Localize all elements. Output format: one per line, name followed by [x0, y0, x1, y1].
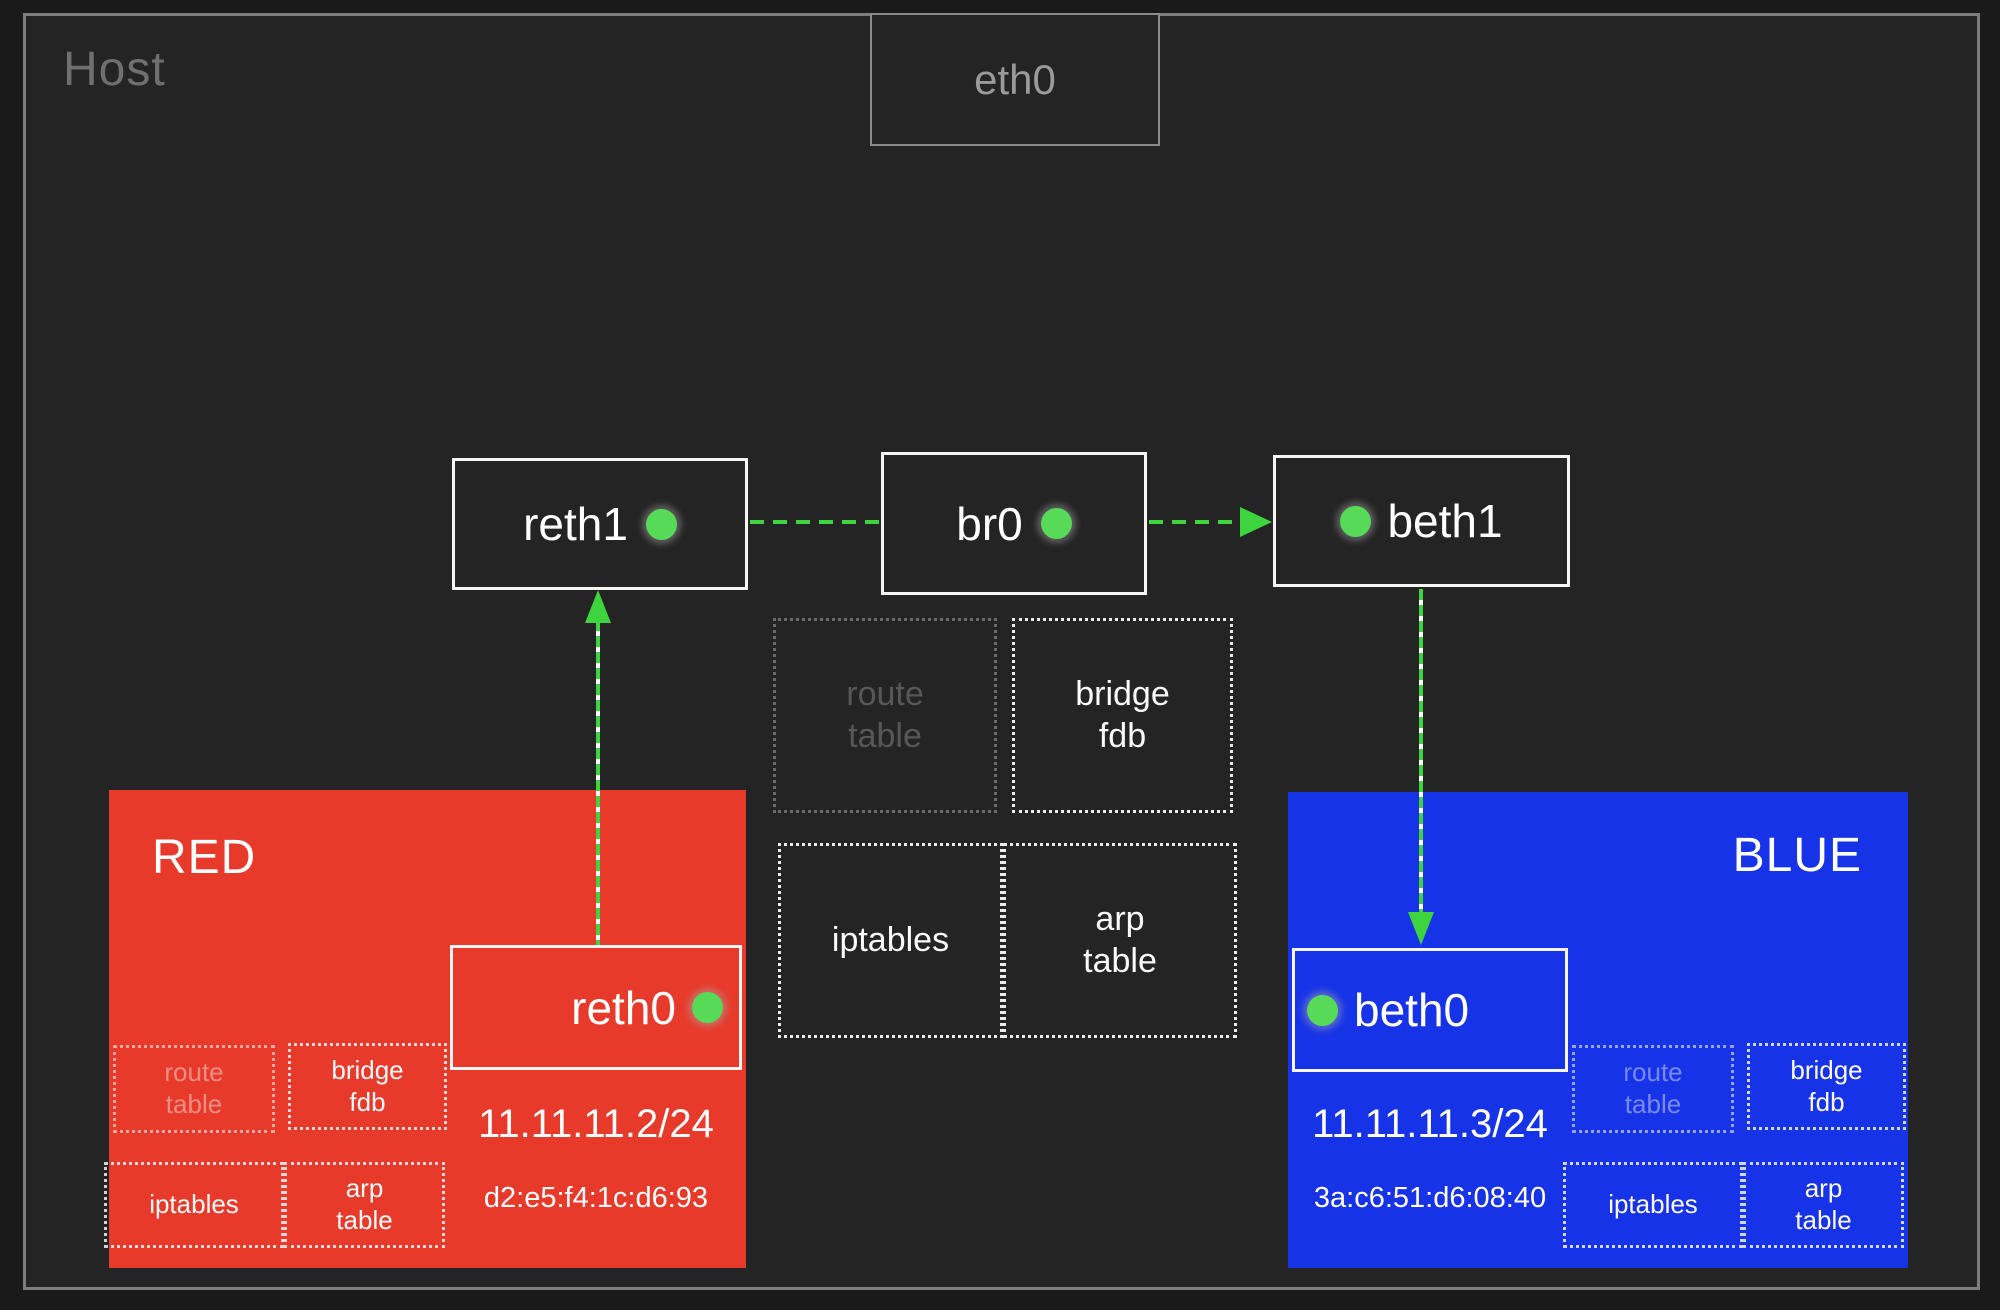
- blue-arp-table-box: arp table: [1743, 1162, 1904, 1248]
- arrowhead-right-icon: [1240, 507, 1272, 537]
- green-status-dot-icon: [1040, 508, 1072, 539]
- table-label: route: [846, 675, 924, 714]
- namespace-red-label: RED: [152, 831, 257, 884]
- table-label: table: [336, 1205, 393, 1235]
- red-iptables-box: iptables: [104, 1162, 284, 1248]
- table-label: bridge: [1790, 1054, 1863, 1085]
- blue-bridge-fdb-box: bridge fdb: [1747, 1043, 1906, 1130]
- green-status-dot-icon: [1340, 505, 1372, 537]
- blue-iptables-box: iptables: [1563, 1162, 1743, 1248]
- table-label: fdb: [1808, 1086, 1845, 1117]
- veth-link-beth1-beth0: [1419, 589, 1423, 914]
- table-label: fdb: [1098, 716, 1147, 755]
- interface-beth1: beth1: [1273, 455, 1570, 587]
- namespace-red: RED: [109, 790, 746, 1268]
- veth-link-reth0-reth1: [596, 620, 600, 945]
- host-bridge-fdb-box: bridge fdb: [1012, 618, 1233, 813]
- table-label: table: [165, 1089, 223, 1119]
- table-label: table: [1083, 941, 1157, 980]
- green-status-dot-icon: [692, 992, 723, 1023]
- table-label: table: [1624, 1089, 1682, 1119]
- table-label: iptables: [149, 1189, 239, 1220]
- namespace-blue-label: BLUE: [1732, 829, 1862, 882]
- table-label: iptables: [831, 920, 950, 959]
- red-bridge-fdb-box: bridge fdb: [288, 1043, 447, 1130]
- table-label: bridge: [331, 1054, 404, 1085]
- table-label: arp: [1095, 900, 1145, 939]
- interface-reth0: reth0: [450, 945, 742, 1070]
- interface-label: beth0: [1354, 984, 1470, 1036]
- host-route-table-box: route table: [773, 618, 997, 813]
- table-label: arp: [1804, 1173, 1843, 1204]
- table-label: arp: [345, 1173, 384, 1204]
- interface-eth0: eth0: [870, 13, 1160, 146]
- table-label: bridge: [1075, 675, 1170, 714]
- table-label: table: [1795, 1205, 1852, 1235]
- red-route-table-box: route table: [113, 1045, 275, 1133]
- table-label: route: [1623, 1057, 1683, 1088]
- table-label: iptables: [1608, 1189, 1698, 1220]
- namespace-blue: BLUE: [1288, 792, 1908, 1268]
- interface-label: br0: [956, 497, 1023, 550]
- green-status-dot-icon: [645, 508, 677, 540]
- interface-beth0: beth0: [1292, 948, 1568, 1072]
- interface-reth1: reth1: [452, 458, 748, 590]
- interface-label: reth1: [523, 498, 628, 550]
- interface-label: beth1: [1387, 495, 1503, 547]
- interface-label: eth0: [974, 55, 1056, 103]
- table-label: table: [848, 716, 922, 755]
- host-iptables-box: iptables: [778, 843, 1003, 1038]
- table-label: route: [164, 1057, 224, 1088]
- red-mac-address: d2:e5:f4:1c:d6:93: [483, 1182, 709, 1214]
- blue-ip-address: 11.11.11.3/24: [1312, 1102, 1548, 1146]
- link-reth1-br0: [750, 520, 880, 524]
- interface-br0: br0: [881, 452, 1147, 595]
- green-status-dot-icon: [1307, 994, 1338, 1026]
- arrowhead-up-icon: [585, 590, 611, 623]
- table-label: fdb: [349, 1086, 386, 1117]
- host-arp-table-box: arp table: [1003, 843, 1237, 1038]
- red-arp-table-box: arp table: [284, 1162, 445, 1248]
- red-ip-address: 11.11.11.2/24: [478, 1102, 714, 1146]
- blue-route-table-box: route table: [1572, 1045, 1734, 1133]
- link-br0-beth1: [1149, 520, 1241, 524]
- blue-mac-address: 3a:c6:51:d6:08:40: [1313, 1182, 1547, 1214]
- interface-label: reth0: [571, 981, 676, 1034]
- host-label: Host: [63, 43, 166, 96]
- arrowhead-down-icon: [1408, 912, 1434, 945]
